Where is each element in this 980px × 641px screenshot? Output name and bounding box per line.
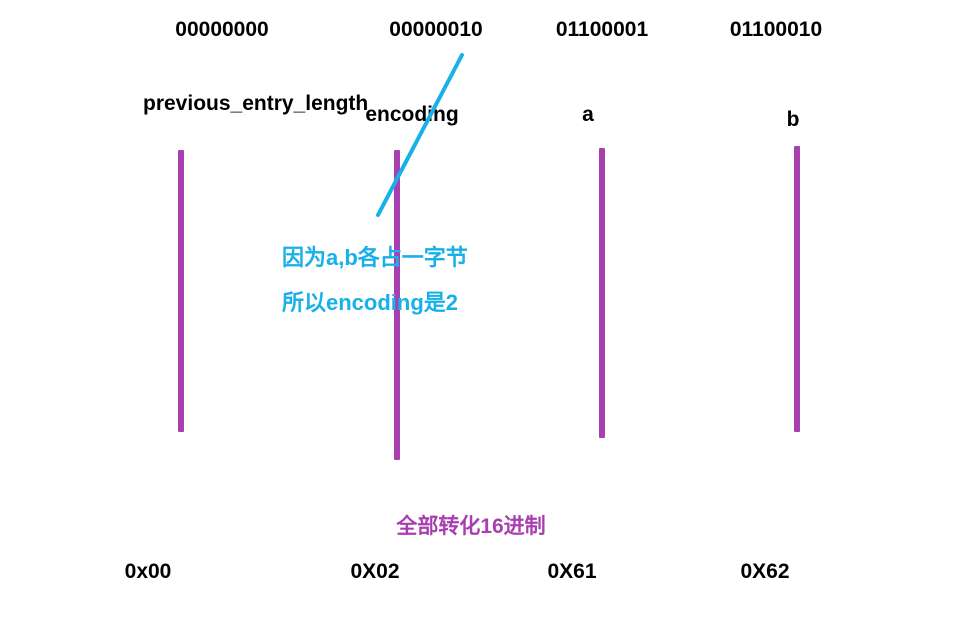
field-label-encoding: encoding	[365, 103, 459, 126]
separator-bar-4	[794, 146, 800, 432]
bits-label-b: 01100010	[729, 18, 823, 41]
hex-label-encoding: 0X02	[350, 560, 400, 583]
field-label-previous-entry-length: previous_entry_length	[143, 92, 369, 115]
field-label-b: b	[786, 108, 800, 131]
bits-label-encoding: 00000010	[389, 18, 483, 41]
hex-label-previous-entry-length: 0x00	[124, 560, 172, 583]
separator-bar-2	[394, 150, 400, 460]
hex-label-b: 0X62	[740, 560, 790, 583]
separator-bar-1	[178, 150, 184, 432]
annotation-line-1: 因为a,b各占一字节	[282, 245, 468, 270]
hex-label-a: 0X61	[547, 560, 597, 583]
convert-note: 全部转化16进制	[396, 515, 546, 538]
bits-label-a: 01100001	[555, 18, 649, 41]
field-label-a: a	[582, 103, 594, 126]
bits-label-previous-entry-length: 00000000	[175, 18, 269, 41]
annotation-line-2: 所以encoding是2	[282, 290, 459, 315]
separator-bar-3	[599, 148, 605, 438]
